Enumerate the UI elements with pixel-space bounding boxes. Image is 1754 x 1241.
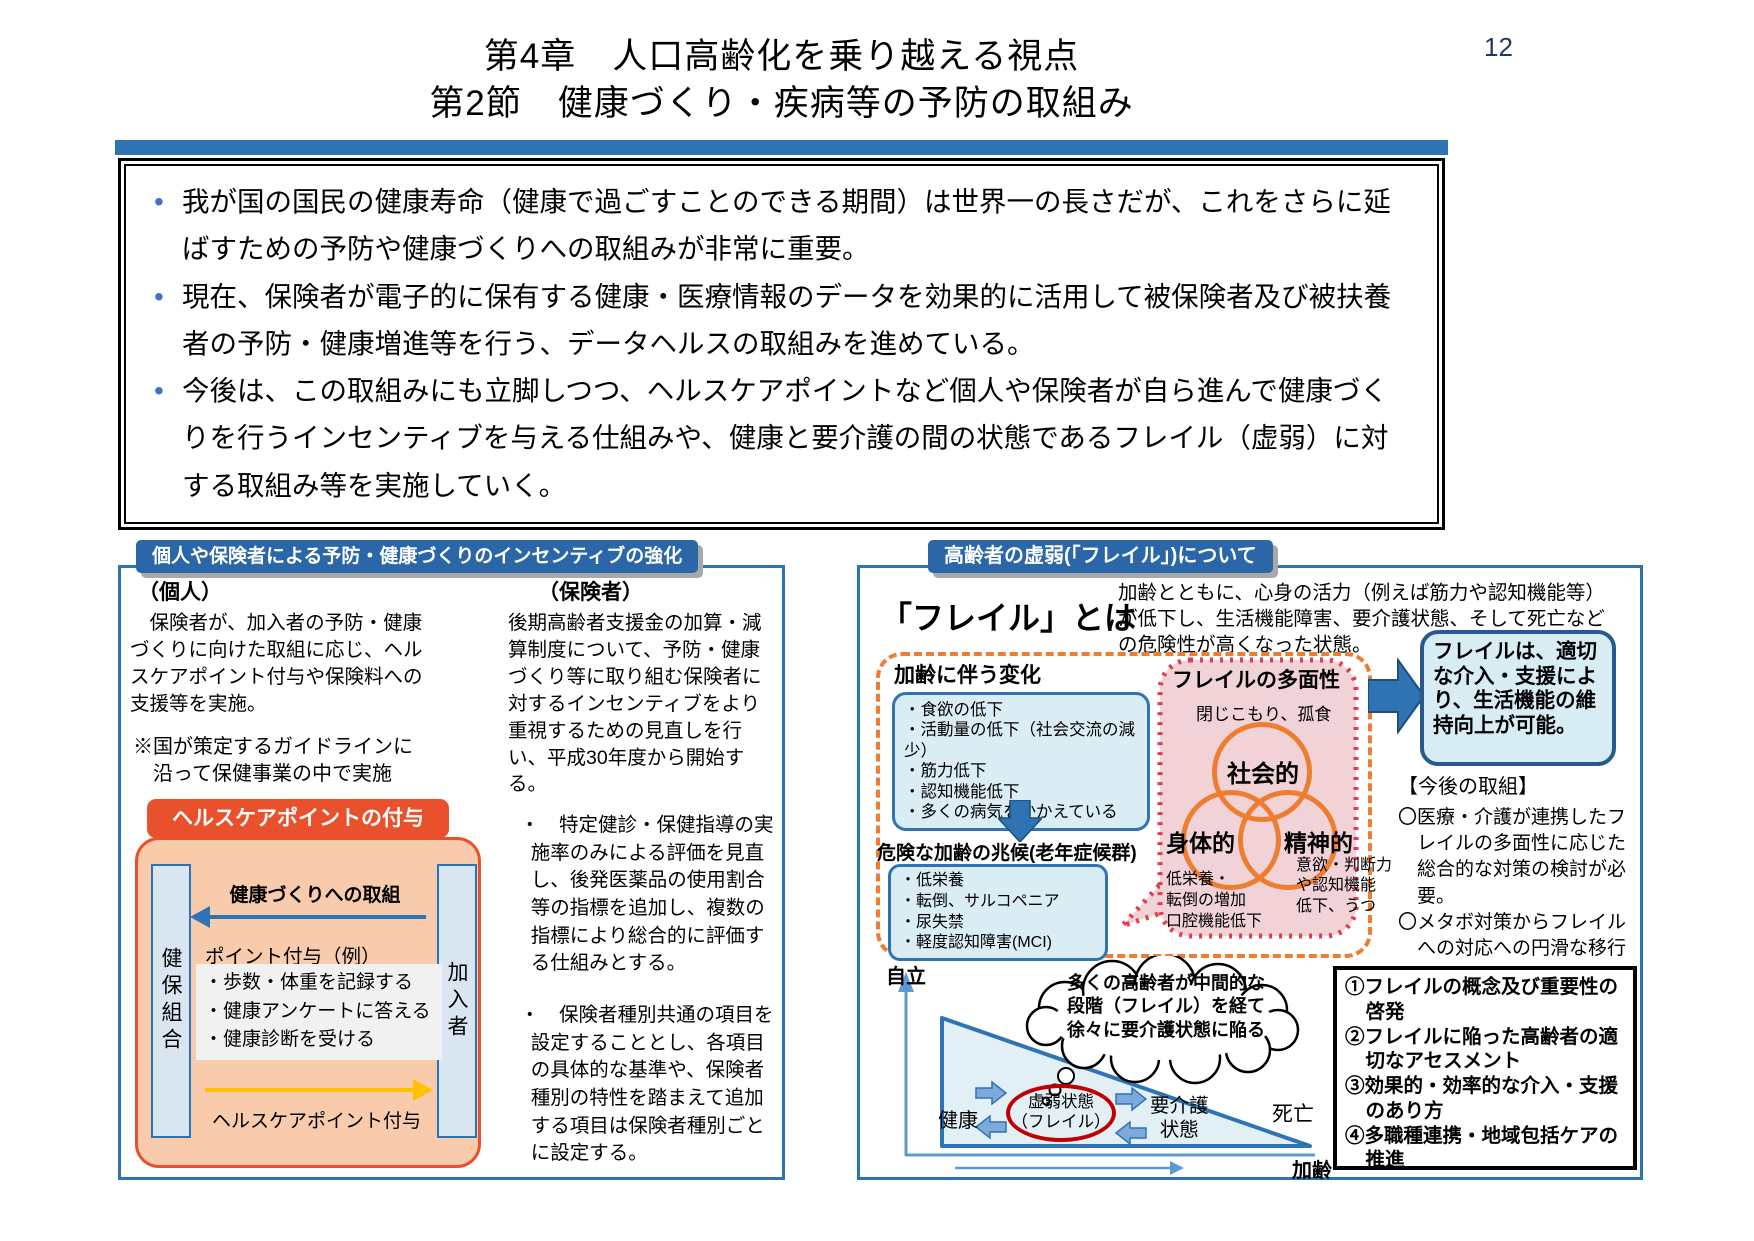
venn-label-social: 社会的 (1227, 761, 1299, 788)
aging-change-item: ・活動量の低下（社会交流の減少） (904, 721, 1135, 760)
agenda-item: ④多職種連携・地域包括ケアの推進 (1345, 1124, 1619, 1172)
individual-note: ※国が策定するガイドラインに 沿って保健事業の中で実施 (133, 736, 413, 785)
kenpo-kumiai-label: 健保組合 (159, 947, 183, 1055)
agenda-item: ①フレイルの概念及び重要性の啓発 (1345, 976, 1619, 1023)
frailty-dashed-region (876, 652, 1372, 958)
insurer-bullet-1: ・ 特定健診・保健指導の実施率のみによる評価を見直し、後発医薬品の使用割合等の指… (520, 814, 774, 975)
summary-bullet: 現在、保険者が電子的に保有する健康・医療情報のデータを効果的に活用して被保険者及… (146, 273, 1413, 368)
title-line-1: 第4章 人口高齢化を乗り越える視点 (483, 37, 1080, 76)
slide-title: 第4章 人口高齢化を乗り越える視点 第2節 健康づくり・疾病等の予防の取組み (115, 34, 1448, 128)
danger-sign-item: ・軽度認知障害(MCI) (900, 934, 1052, 952)
insurer-label: （保険者） (538, 581, 643, 604)
page-number: 12 (1484, 32, 1513, 62)
point-example-item: ・健康診断を受ける (204, 1029, 376, 1050)
summary-bullet: 我が国の国民の健康寿命（健康で過ごすことのできる期間）は世界一の長さだが、これを… (146, 178, 1413, 273)
state-care-label: 要介護 状態 (1150, 1095, 1209, 1142)
x-axis-label: 加齢 (1292, 1160, 1332, 1182)
frailty-term: 「フレイル」とは (880, 600, 1137, 636)
individual-body: 保険者が、加入者の予防・健康づくりに向けた取組に応じ、ヘルスケアポイント付与や保… (130, 612, 423, 715)
future-action-item: 〇医療・介護が連携したフレイルの多面性に応じた総合的な対策の検討が必要。 (1398, 807, 1627, 907)
aging-change-item: ・筋力低下 (904, 762, 987, 781)
agenda-box: ①フレイルの概念及び重要性の啓発 ②フレイルに陥った高齢者の適切なアセスメント … (1333, 966, 1637, 1171)
summary-box: 我が国の国民の健康寿命（健康で過ごすことのできる期間）は世界一の長さだが、これを… (118, 158, 1445, 530)
venn-label-mental: 精神的 (1284, 830, 1353, 856)
down-arrow-icon (998, 800, 1042, 842)
point-grant-arrow-label: ヘルスケアポイント付与 (212, 1111, 422, 1132)
frailty-description: 加齢とともに、心身の活力（例えば筋力や認知機能等） が低下し、生活機能障害、要介… (1118, 582, 1605, 657)
right-arrow-line (205, 1088, 415, 1092)
agenda-item: ②フレイルに陥った高齢者の適切なアセスメント (1345, 1025, 1619, 1073)
future-actions: 【今後の取組】 〇医療・介護が連携したフレイルの多面性に応じた総合的な対策の検討… (1398, 770, 1638, 962)
venn-label-physical: 身体的 (1166, 830, 1235, 856)
danger-signs-box: ・低栄養 ・転倒、サルコペニア ・尿失禁 ・軽度認知障害(MCI) (888, 864, 1108, 962)
agenda-item: ③効果的・効率的な介入・支援のあり方 (1345, 1075, 1619, 1122)
kanyusha-label: 加入者 (445, 960, 469, 1042)
summary-bullet-list: 我が国の国民の健康寿命（健康で過ごすことのできる期間）は世界一の長さだが、これを… (146, 178, 1413, 509)
state-healthy-label: 健康 (938, 1110, 978, 1132)
state-death-label: 死亡 (1272, 1103, 1314, 1126)
y-axis-label: 自立 (886, 966, 926, 988)
aging-changes-title: 加齢に伴う変化 (894, 664, 1041, 687)
danger-sign-item: ・転倒、サルコペニア (900, 892, 1060, 910)
individual-label: （個人） (138, 581, 222, 604)
left-arrow-icon (190, 906, 210, 928)
cloud-note: 多くの高齢者が中間的な 段階（フレイル）を経て 徐々に要介護状態に陥る (1067, 973, 1265, 1040)
future-actions-title: 【今後の取組】 (1398, 776, 1538, 798)
title-underline-bar (115, 140, 1448, 155)
intervention-note-box: フレイルは、適切な介入・支援により、生活機能の維持向上が可能。 (1420, 630, 1616, 766)
summary-bullet: 今後は、この取組みにも立脚しつつ、ヘルスケアポイントなど個人や保険者が自ら進んで… (146, 367, 1413, 509)
left-arrow-line (208, 915, 426, 919)
point-example-item: ・歩数・体重を記録する (204, 972, 414, 993)
danger-sign-item: ・低栄養 (900, 872, 965, 889)
healthcare-point-header: ヘルスケアポイントの付与 (147, 799, 449, 838)
multifaceted-title: フレイルの多面性 (1172, 669, 1340, 692)
state-frail-ellipse: 虚弱状態 （フレイル） (1006, 1084, 1116, 1142)
right-arrow-icon (413, 1079, 433, 1101)
summary-box-inner: 我が国の国民の健康寿命（健康で過ごすことのできる期間）は世界一の長さだが、これを… (124, 164, 1439, 524)
insurer-bullet-2: ・ 保険者種別共通の項目を設定することとし、各項目の具体的な基準や、保険者種別の… (520, 1004, 774, 1165)
danger-signs-title: 危険な加齢の兆候(老年症候群) (877, 843, 1137, 864)
future-action-item: 〇メタボ対策からフレイルへの対応への円滑な移行 (1398, 911, 1627, 960)
point-examples-box: ・歩数・体重を記録する ・健康アンケートに答える ・健康診断を受ける (196, 964, 442, 1060)
title-line-2: 第2節 健康づくり・疾病等の予防の取組み (429, 83, 1134, 123)
insurer-body: 後期高齢者支援金の加算・減算制度について、予防・健康づくり等に取り組む保険者に対… (508, 612, 762, 796)
aging-change-item: ・認知機能低下 (904, 782, 1020, 801)
kenpo-kumiai-box: 健保組合 (151, 864, 191, 1138)
right-block-arrow-icon (1368, 658, 1426, 734)
incentive-panel-header: 個人や保険者による予防・健康づくりのインセンティブの強化 (136, 540, 699, 573)
frailty-panel-header: 高齢者の虚弱(「フレイル」)について (928, 540, 1273, 573)
transition-arrows-icon (974, 1080, 1148, 1146)
points-example-label: ポイント付与（例） (205, 947, 381, 968)
multifaceted-left-note: 低栄養・ 転倒の増加 口腔機能低下 (1166, 871, 1263, 930)
aging-change-item: ・食欲の低下 (904, 701, 1003, 719)
point-example-item: ・健康アンケートに答える (204, 1000, 431, 1022)
multifaceted-top-note: 閉じこもり、孤食 (1196, 705, 1332, 724)
kanyusha-box: 加入者 (437, 864, 477, 1138)
health-activity-arrow-label: 健康づくりへの取組 (229, 885, 401, 906)
multifaceted-right-note: 意欲・判断力 や認知機能 低下、うつ (1296, 857, 1393, 915)
danger-sign-item: ・尿失禁 (900, 913, 965, 931)
venn-circle-mental (1238, 790, 1338, 890)
